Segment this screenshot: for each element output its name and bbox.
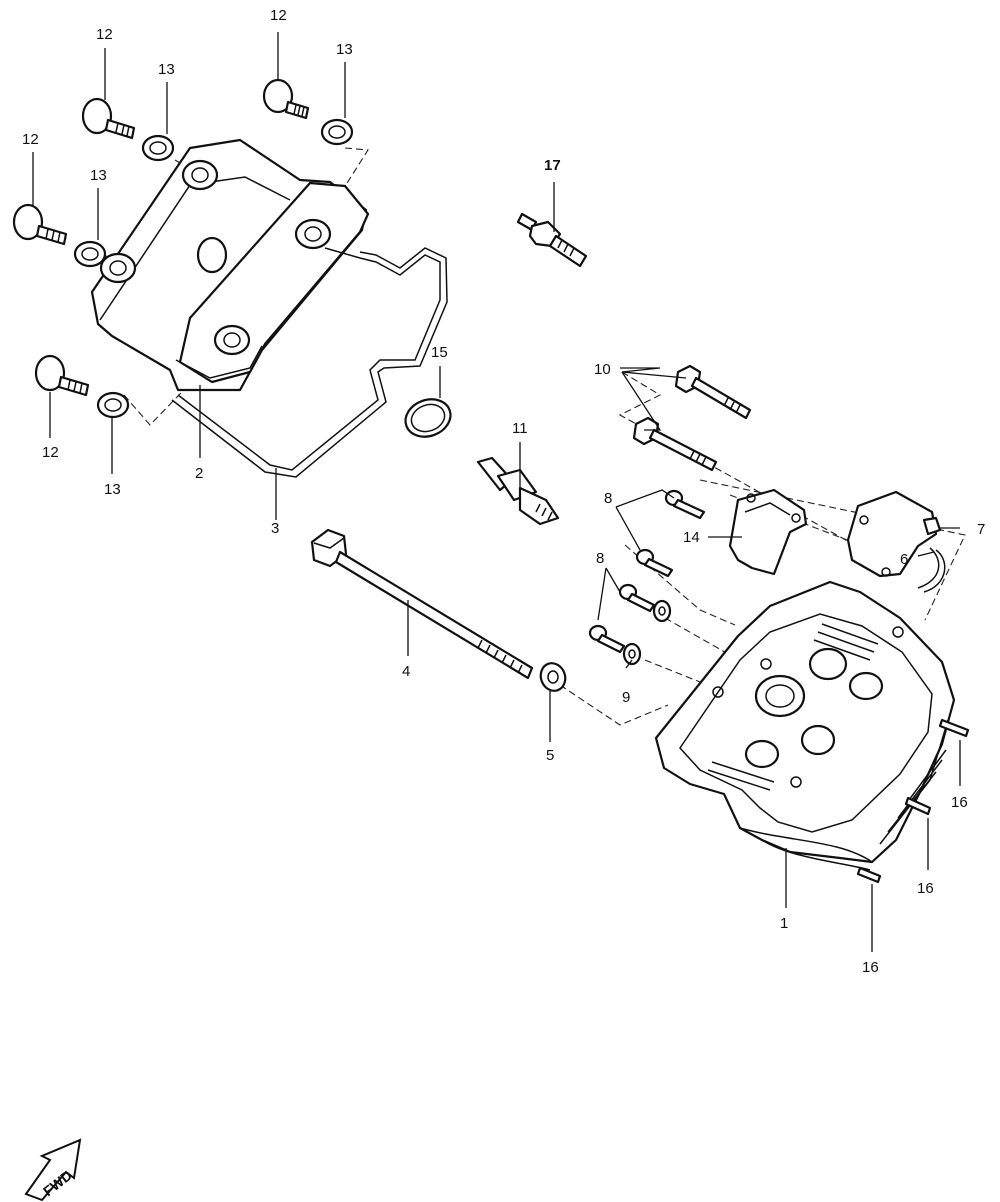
callout-6: 6: [900, 551, 908, 568]
dowel-pin: [922, 516, 942, 536]
cover-seal-upper-left: [141, 134, 175, 162]
stud-right-middle: [904, 796, 932, 816]
cover-seal-top: [320, 118, 354, 146]
callout-16-lower: 16: [862, 959, 879, 976]
callout-12-top: 12: [270, 7, 287, 24]
semicircle-clip: [917, 547, 946, 593]
spark-plug: [476, 456, 560, 526]
callout-15: 15: [431, 344, 448, 361]
callout-13-lower-left: 13: [104, 481, 121, 498]
callout-9: 9: [622, 689, 630, 706]
callout-labels: 1 2 3 4 5 6 7 8 8 9 10 11 12 12 12 12 13…: [22, 7, 985, 976]
stud-right-lower: [856, 866, 882, 884]
small-bolt-2: [635, 548, 674, 578]
callout-14: 14: [683, 529, 700, 546]
callout-16-middle: 16: [917, 880, 934, 897]
callout-12-lower-left: 12: [42, 444, 59, 461]
small-washer-1: [652, 599, 672, 623]
cover-bolt-upper-left: [81, 97, 136, 140]
head-stud-bolt: [310, 528, 534, 680]
rocker-bracket: [846, 490, 938, 578]
callout-3: 3: [271, 520, 279, 537]
callout-12-mid-left: 12: [22, 131, 39, 148]
cylinder-head: [654, 580, 956, 871]
callout-11: 11: [512, 420, 528, 437]
callout-1: 1: [780, 915, 788, 932]
cover-gasket: [171, 247, 448, 478]
stud-right-upper: [938, 718, 970, 738]
callout-2: 2: [195, 465, 203, 482]
callout-4: 4: [402, 663, 410, 680]
leader-lines: [32, 32, 961, 952]
temperature-sensor: [516, 212, 588, 268]
cover-bolt-mid-left: [12, 203, 68, 246]
cover-bolt-top: [262, 78, 310, 120]
callout-13-mid-left: 13: [90, 167, 107, 184]
callout-13-top: 13: [336, 41, 353, 58]
cover-seal-lower-left: [96, 391, 130, 419]
callout-8-lower: 8: [596, 550, 604, 567]
callout-7: 7: [977, 521, 985, 538]
callout-5: 5: [546, 747, 554, 764]
stud-washer: [539, 662, 567, 692]
cover-seal-mid-left: [73, 240, 107, 268]
camshaft-holder-bolt-upper: [674, 364, 752, 420]
camshaft-holder-bolt-lower: [632, 416, 718, 472]
small-bolt-3: [618, 583, 656, 613]
callout-13-upper-left: 13: [158, 61, 175, 78]
callout-10: 10: [594, 361, 611, 378]
callout-8-upper: 8: [604, 490, 612, 507]
small-bolt-1: [664, 489, 706, 520]
small-washer-2: [622, 642, 642, 666]
small-bolt-4: [588, 624, 626, 654]
callout-12-upper-left: 12: [96, 26, 113, 43]
callout-16-upper: 16: [951, 794, 968, 811]
valve-cover: [90, 138, 370, 392]
o-ring: [404, 398, 452, 438]
callout-17: 17: [544, 157, 561, 174]
forward-direction-arrow: FWD: [24, 1138, 82, 1202]
camshaft-holder: [728, 488, 808, 576]
cover-bolt-lower-left: [34, 354, 90, 397]
